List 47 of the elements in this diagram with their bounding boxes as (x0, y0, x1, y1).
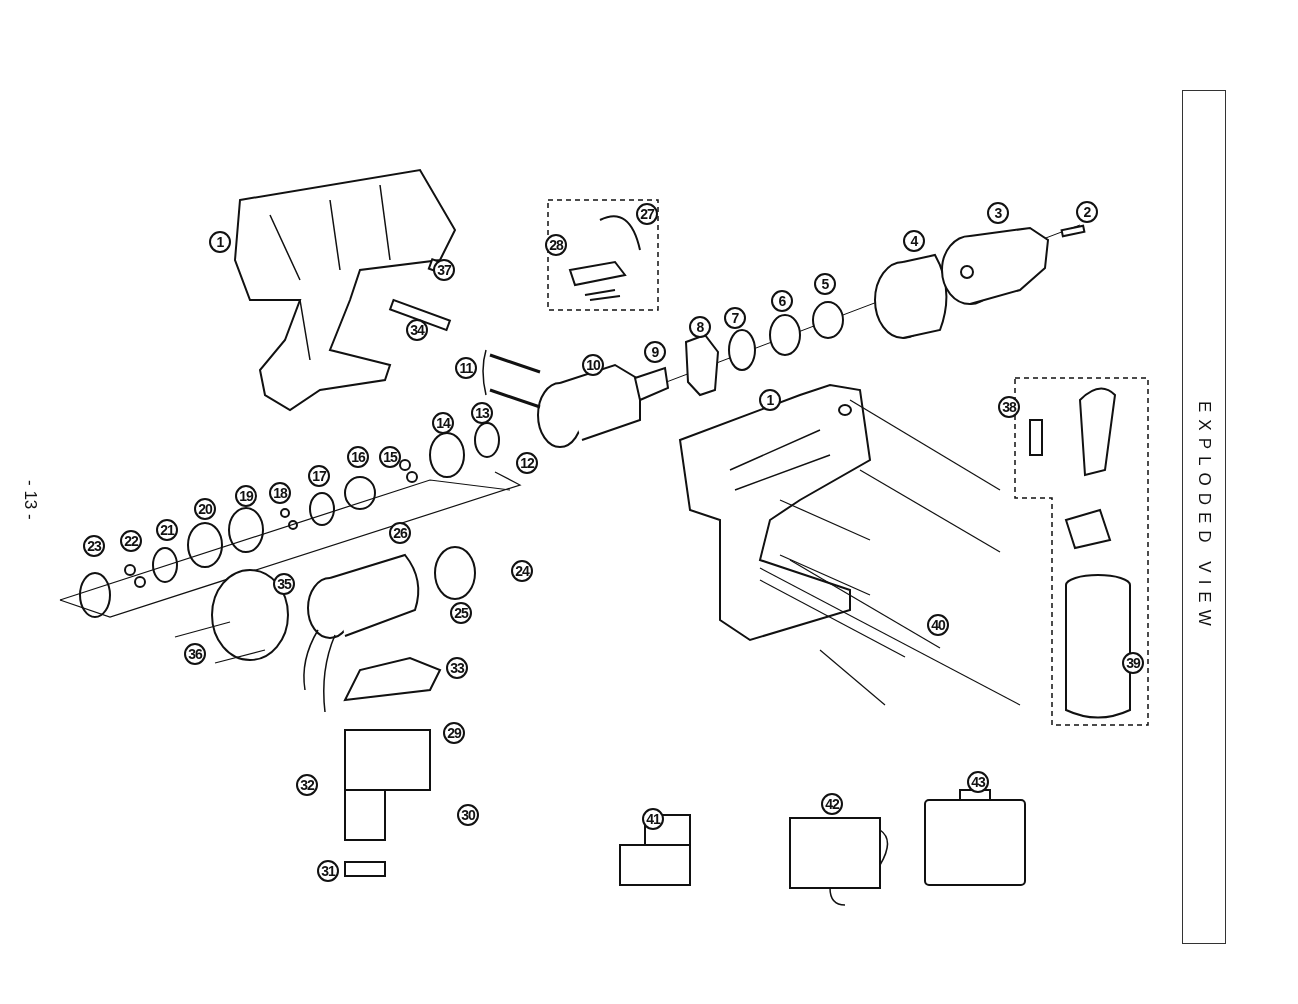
callout-number: 11 (455, 357, 477, 379)
callout-number: 23 (83, 535, 105, 557)
callout-number: 40 (927, 614, 949, 636)
callout-number: 26 (389, 522, 411, 544)
callout-number: 33 (446, 657, 468, 679)
callout-number: 28 (545, 234, 567, 256)
callout-number: 30 (457, 804, 479, 826)
callout-number: 39 (1122, 652, 1144, 674)
callout-number: 38 (998, 396, 1020, 418)
callout-number: 10 (582, 354, 604, 376)
callout-number: 37 (433, 259, 455, 281)
callout-number: 16 (347, 446, 369, 468)
callout-number: 4 (903, 230, 925, 252)
callout-number: 24 (511, 560, 533, 582)
callout-number: 9 (644, 341, 666, 363)
callout-number: 29 (443, 722, 465, 744)
callout-number: 20 (194, 498, 216, 520)
callout-number: 19 (235, 485, 257, 507)
callout-number: 25 (450, 602, 472, 624)
callout-number: 7 (724, 307, 746, 329)
callout-number: 1 (759, 389, 781, 411)
callout-number: 17 (308, 465, 330, 487)
callout-number: 35 (273, 573, 295, 595)
callout-number: 36 (184, 643, 206, 665)
callout-number: 18 (269, 482, 291, 504)
callout-number: 2 (1076, 201, 1098, 223)
title-text: EXPLODED VIEW (1194, 401, 1214, 633)
callout-number: 21 (156, 519, 178, 541)
callout-number: 3 (987, 202, 1009, 224)
callout-number: 22 (120, 530, 142, 552)
callout-number: 41 (642, 808, 664, 830)
callout-number: 13 (471, 402, 493, 424)
callout-number: 42 (821, 793, 843, 815)
callout-number: 6 (771, 290, 793, 312)
callout-number: 43 (967, 771, 989, 793)
callout-number: 8 (689, 316, 711, 338)
callout-number: 27 (636, 203, 658, 225)
page-number: - 13 - (20, 480, 40, 520)
callout-number: 12 (516, 452, 538, 474)
callout-number: 1 (209, 231, 231, 253)
callout-number: 34 (406, 319, 428, 341)
callout-number: 14 (432, 412, 454, 434)
callout-number: 15 (379, 446, 401, 468)
title-frame (1182, 90, 1226, 944)
callout-number: 32 (296, 774, 318, 796)
callout-number: 31 (317, 860, 339, 882)
callout-number: 5 (814, 273, 836, 295)
